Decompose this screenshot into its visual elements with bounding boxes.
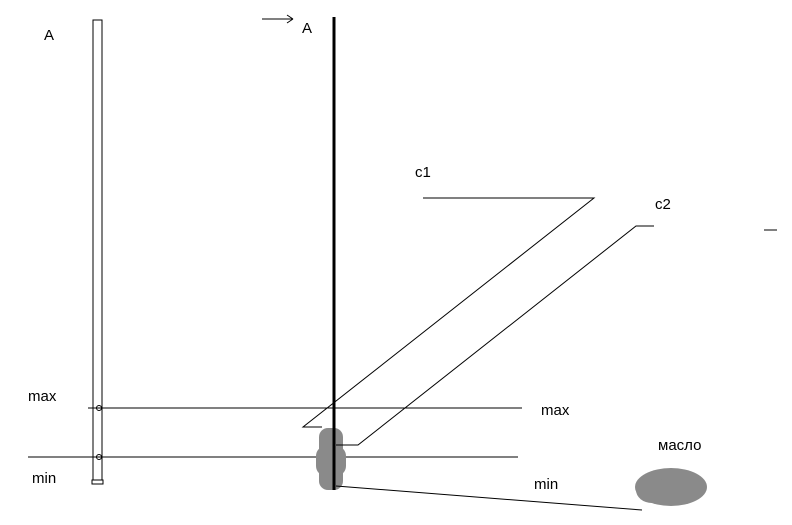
rod-to-oil-line bbox=[335, 485, 643, 511]
section-c2-line bbox=[336, 225, 654, 446]
section-c1-line bbox=[301, 197, 596, 428]
left-dipstick bbox=[91, 19, 104, 485]
label-min-left: min bbox=[32, 470, 56, 487]
label-c1: c1 bbox=[415, 164, 431, 181]
label-c2: c2 bbox=[655, 196, 671, 213]
left-dipstick-body bbox=[92, 19, 103, 483]
label-min-right: min bbox=[534, 476, 558, 493]
left-dipstick-tip bbox=[91, 479, 104, 485]
label-a-right: A bbox=[302, 20, 312, 37]
arrow-icon bbox=[262, 14, 294, 24]
oil-smudge-rod-shape-2 bbox=[316, 446, 346, 476]
label-max-right: max bbox=[541, 402, 570, 419]
oil-smudge-rod bbox=[316, 428, 346, 490]
label-a-left: A bbox=[44, 27, 54, 44]
label-oil: масло bbox=[658, 437, 701, 454]
oil-blob-shape-2 bbox=[636, 477, 668, 503]
label-max-left: max bbox=[28, 388, 57, 405]
oil-blob bbox=[635, 468, 707, 506]
